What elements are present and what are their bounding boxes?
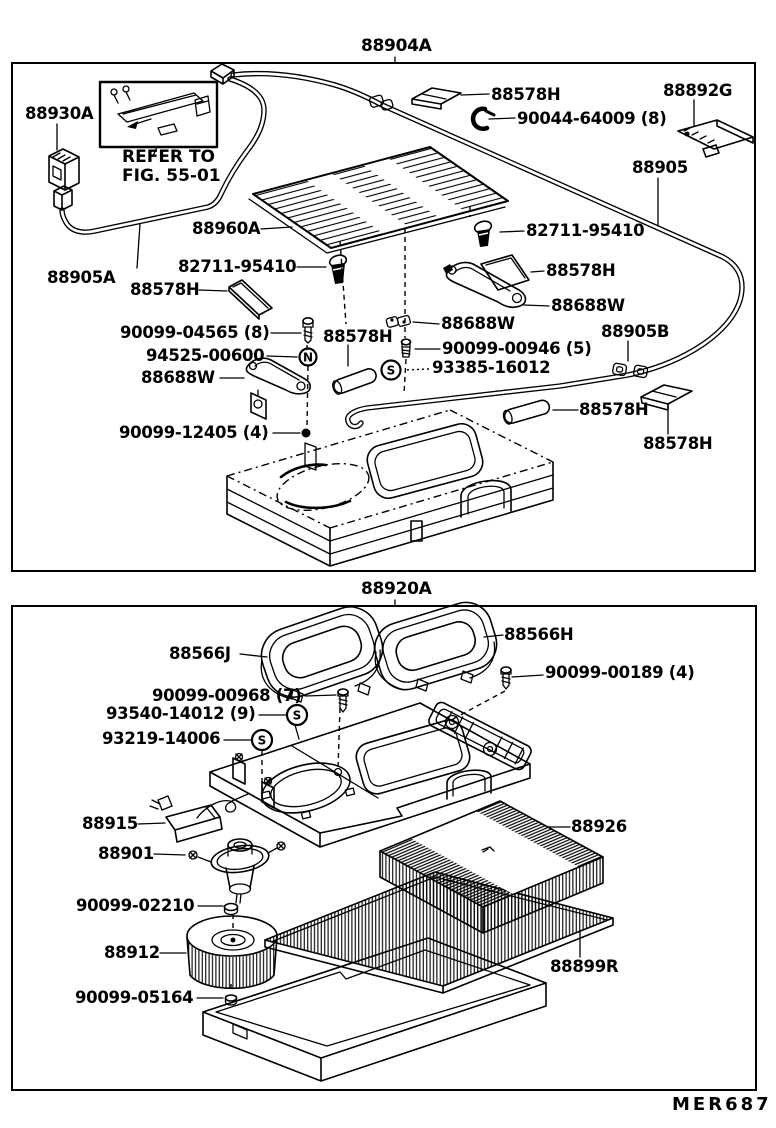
pad-88578h-left (228, 279, 273, 320)
screw-symbol-93219: S (250, 728, 274, 752)
part-label-88915: 88915 (82, 814, 138, 833)
part-label-90099-04565: 90099-04565 (8) (120, 323, 270, 342)
clamp-90044 (470, 106, 496, 132)
part-label-88578h-d: 88578H (323, 327, 393, 346)
clip-82711-right (473, 220, 493, 247)
dotted-leader-93385 (403, 368, 430, 371)
part-label-88688w-c: 88688W (141, 368, 215, 387)
screw-90099-04565 (302, 316, 314, 344)
part-label-88905b: 88905B (601, 322, 670, 341)
part-label-88901: 88901 (98, 844, 154, 863)
part-label-88578h-a: 88578H (491, 85, 561, 104)
svg-text:S: S (293, 709, 302, 723)
svg-text:S: S (387, 364, 396, 378)
part-label-93540-14012: 93540-14012 (9) (106, 704, 256, 723)
lower-panel-title: 88920A (361, 579, 432, 599)
screw-90099-00968 (337, 688, 349, 713)
part-label-90044-64009: 90044-64009 (8) (517, 109, 667, 128)
bracket-88688w-left (245, 357, 312, 420)
wire-connector (210, 63, 235, 85)
screw-symbol-93385: S (380, 359, 402, 381)
tube-88578h-right (502, 399, 551, 425)
upper-panel-art: N (48, 56, 754, 567)
upper-panel-title: 88904A (361, 36, 432, 56)
wire-88905a (59, 76, 267, 235)
lower-leader-lines (137, 599, 581, 999)
part-label-88566j: 88566J (169, 644, 231, 663)
part-label-88892g: 88892G (663, 81, 733, 100)
part-label-90099-00946: 90099-00946 (5) (442, 339, 592, 358)
upper-dashed-lines (306, 206, 471, 428)
inset-note-line1: REFER TO (122, 147, 215, 167)
part-label-88566h: 88566H (504, 625, 574, 644)
svg-text:S: S (258, 734, 267, 748)
lower-panel-art: S S (137, 599, 614, 1082)
tube-88578h-mid (332, 368, 377, 395)
part-label-90099-00968: 90099-00968 (7) (152, 686, 302, 705)
part-label-88578h-b: 88578H (130, 280, 200, 299)
inset-note-line2: FIG. 55-01 (122, 166, 221, 186)
nut-90099-05164 (224, 994, 238, 1006)
part-label-88930a: 88930A (25, 104, 94, 123)
blower-motor-88901 (188, 838, 286, 904)
part-label-88926: 88926 (571, 817, 627, 836)
clip-82711-left (328, 254, 348, 284)
part-label-88578h-f: 88578H (643, 434, 713, 453)
part-label-88905: 88905 (632, 158, 688, 177)
part-label-82711-95410-a: 82711-95410 (178, 257, 297, 276)
part-label-93385-16012: 93385-16012 (432, 358, 551, 377)
part-label-88578h-e: 88578H (579, 400, 649, 419)
part-label-88960a: 88960A (192, 219, 261, 238)
part-label-82711-95410-b: 82711-95410 (526, 221, 645, 240)
sensor-88930a (48, 148, 80, 211)
bracket-88688w-right (443, 261, 527, 309)
heater-case (226, 409, 554, 567)
lower-diagram-panel (11, 605, 757, 1091)
part-label-88578h-c: 88578H (546, 261, 616, 280)
part-label-88905a: 88905A (47, 268, 116, 287)
upper-leader-lines (56, 56, 695, 435)
upper-diagram-panel (11, 62, 756, 572)
part-label-90099-00189: 90099-00189 (4) (545, 663, 695, 682)
part-label-90099-05164: 90099-05164 (75, 988, 194, 1007)
part-label-88688w-a: 88688W (551, 296, 625, 315)
drawing-code: MER687 (672, 1094, 772, 1115)
screw-90099-00189 (500, 666, 512, 690)
part-label-88899r: 88899R (550, 957, 619, 976)
seal-ring-88566j (260, 606, 384, 703)
part-label-88912: 88912 (104, 943, 160, 962)
lower-dashed-lines (230, 690, 506, 993)
wire-harness-88905 (230, 70, 745, 430)
part-label-88688w-b: 88688W (441, 314, 515, 333)
wire-clip (368, 94, 394, 111)
svg-text:N: N (303, 351, 313, 365)
nut-symbol-94525: N (298, 347, 318, 367)
part-label-90099-12405: 90099-12405 (4) (119, 423, 269, 442)
part-label-93219-14006: 93219-14006 (102, 729, 221, 748)
refer-inset-box (98, 80, 219, 149)
seal-ring-88566h (374, 601, 498, 692)
part-label-94525-00600: 94525-00600 (146, 346, 265, 365)
blower-wheel-88912 (186, 915, 278, 990)
fan-shroud-plate (196, 701, 532, 848)
plate-88578h-bottom (640, 384, 693, 411)
nut-90099-02210 (223, 902, 239, 916)
resistor-88915 (149, 795, 223, 843)
bolt-90099-00946 (400, 338, 412, 358)
screw-symbol-93540: S (285, 703, 309, 740)
plate-88578h-top (411, 87, 462, 110)
part-label-90099-02210: 90099-02210 (76, 896, 195, 915)
bracket-88892g (677, 119, 754, 158)
grille-88960a (248, 146, 509, 254)
clamps-88905b (612, 362, 649, 379)
bolt-90099-12405 (301, 428, 311, 438)
